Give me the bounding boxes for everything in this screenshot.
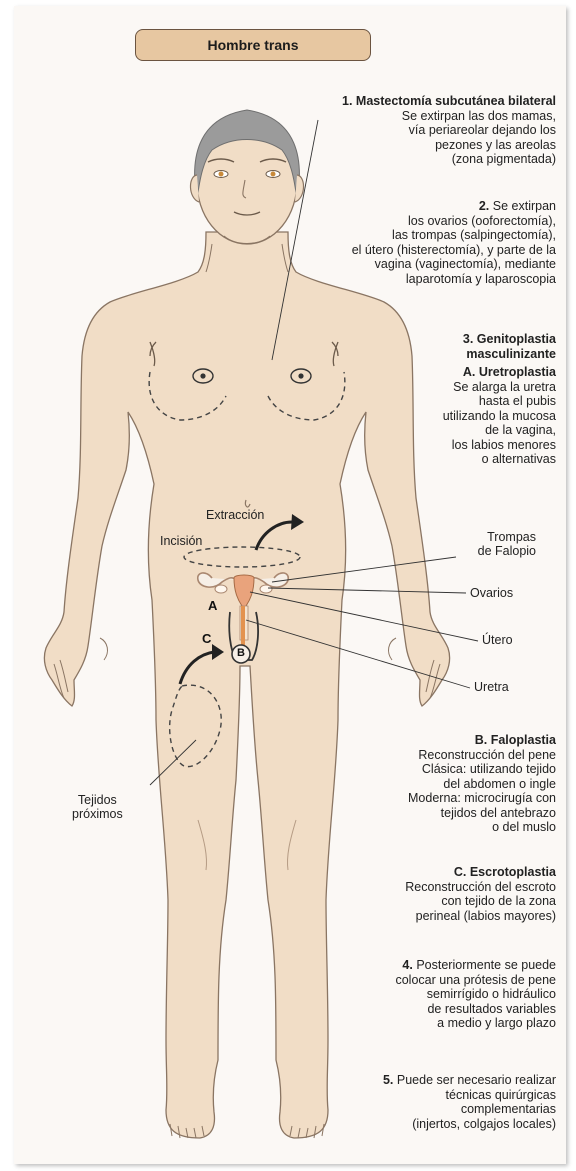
step-c-title: C. Escrotoplastia bbox=[405, 865, 556, 880]
step-5-line: complementarias bbox=[383, 1102, 556, 1117]
step-1-line: pezones y las areolas bbox=[342, 138, 556, 153]
step-1-block: 1. Mastectomía subcutánea bilateral Se e… bbox=[342, 94, 556, 167]
letter-c: C bbox=[202, 631, 211, 646]
label-trompas-line: Trompas bbox=[478, 530, 536, 544]
title-badge: Hombre trans bbox=[135, 29, 371, 61]
body-silhouette bbox=[44, 232, 449, 1138]
step-1-title: 1. Mastectomía subcutánea bilateral bbox=[342, 94, 556, 109]
step-b-line: tejidos del antebrazo bbox=[408, 806, 556, 821]
step-a-line: utilizando la mucosa bbox=[443, 409, 556, 424]
step-b-line: Reconstrucción del pene bbox=[408, 748, 556, 763]
step-3-title: 3. Genitoplastia masculinizante bbox=[463, 332, 556, 361]
label-tejidos-line: próximos bbox=[72, 807, 123, 821]
step-5-line: técnicas quirúrgicas bbox=[383, 1088, 556, 1103]
step-5-line: (injertos, colgajos locales) bbox=[383, 1117, 556, 1132]
ovary-right-icon bbox=[260, 585, 272, 593]
step-2-line: vagina (vaginectomía), mediante bbox=[352, 257, 556, 272]
step-c-line: perineal (labios mayores) bbox=[405, 909, 556, 924]
step-c-line: Reconstrucción del escroto bbox=[405, 880, 556, 895]
letter-b: B bbox=[237, 647, 245, 659]
letter-a: A bbox=[208, 598, 217, 613]
label-trompas-line: de Falopio bbox=[478, 544, 536, 558]
step-4-line: de resultados variables bbox=[395, 1002, 556, 1017]
step-4-line: Posteriormente se puede bbox=[413, 958, 556, 972]
step-c-block: C. Escrotoplastia Reconstrucción del esc… bbox=[405, 865, 556, 923]
label-tejidos: Tejidos próximos bbox=[72, 793, 123, 821]
label-uretra: Uretra bbox=[474, 680, 509, 694]
step-2-block: 2. Se extirpan los ovarios (ooforectomía… bbox=[352, 199, 556, 286]
label-utero: Útero bbox=[482, 633, 513, 647]
ovary-left-icon bbox=[215, 585, 227, 593]
step-b-line: o del muslo bbox=[408, 820, 556, 835]
step-a-line: hasta el pubis bbox=[443, 394, 556, 409]
step-a-line: o alternativas bbox=[443, 452, 556, 467]
step-5-number: 5. bbox=[383, 1073, 393, 1087]
urethra-graft bbox=[241, 606, 245, 650]
step-2-line: los ovarios (ooforectomía), bbox=[352, 214, 556, 229]
label-incision: Incisión bbox=[160, 534, 202, 548]
step-4-number: 4. bbox=[402, 958, 412, 972]
step-a-line: de la vagina, bbox=[443, 423, 556, 438]
step-2-line: Se extirpan bbox=[489, 199, 556, 213]
step-4-line: colocar una prótesis de pene bbox=[395, 973, 556, 988]
step-1-line: vía periareolar dejando los bbox=[342, 123, 556, 138]
step-2-line: las trompas (salpingectomía), bbox=[352, 228, 556, 243]
step-b-line: del abdomen o ingle bbox=[408, 777, 556, 792]
step-b-block: B. Faloplastia Reconstrucción del pene C… bbox=[408, 733, 556, 835]
step-1-line: Se extirpan las dos mamas, bbox=[342, 109, 556, 124]
step-b-title: B. Faloplastia bbox=[408, 733, 556, 748]
step-4-block: 4. Posteriormente se puede colocar una p… bbox=[395, 958, 556, 1031]
step-b-line: Clásica: utilizando tejido bbox=[408, 762, 556, 777]
step-2-line: el útero (histerectomía), y parte de la bbox=[352, 243, 556, 258]
label-tejidos-line: Tejidos bbox=[72, 793, 123, 807]
step-1-line: (zona pigmentada) bbox=[342, 152, 556, 167]
step-5-line: Puede ser necesario realizar bbox=[393, 1073, 556, 1087]
step-5-block: 5. Puede ser necesario realizar técnicas… bbox=[383, 1073, 556, 1131]
step-4-line: semirrígido o hidráulico bbox=[395, 987, 556, 1002]
step-b-line: Moderna: microcirugía con bbox=[408, 791, 556, 806]
step-a-line: los labios menores bbox=[443, 438, 556, 453]
label-ovarios: Ovarios bbox=[470, 586, 513, 600]
step-c-line: con tejido de la zona bbox=[405, 894, 556, 909]
step-2-line: laparotomía y laparoscopia bbox=[352, 272, 556, 287]
step-a-title: A. Uretroplastia bbox=[443, 365, 556, 380]
step-4-line: a medio y largo plazo bbox=[395, 1016, 556, 1031]
step-2-number: 2. bbox=[479, 199, 489, 213]
step-a-block: A. Uretroplastia Se alarga la uretra has… bbox=[443, 365, 556, 467]
step-3-title-line: masculinizante bbox=[463, 347, 556, 362]
step-a-line: Se alarga la uretra bbox=[443, 380, 556, 395]
label-trompas: Trompas de Falopio bbox=[478, 530, 536, 558]
label-extraccion: Extracción bbox=[206, 508, 264, 522]
step-3-title-line: 3. Genitoplastia bbox=[463, 332, 556, 347]
